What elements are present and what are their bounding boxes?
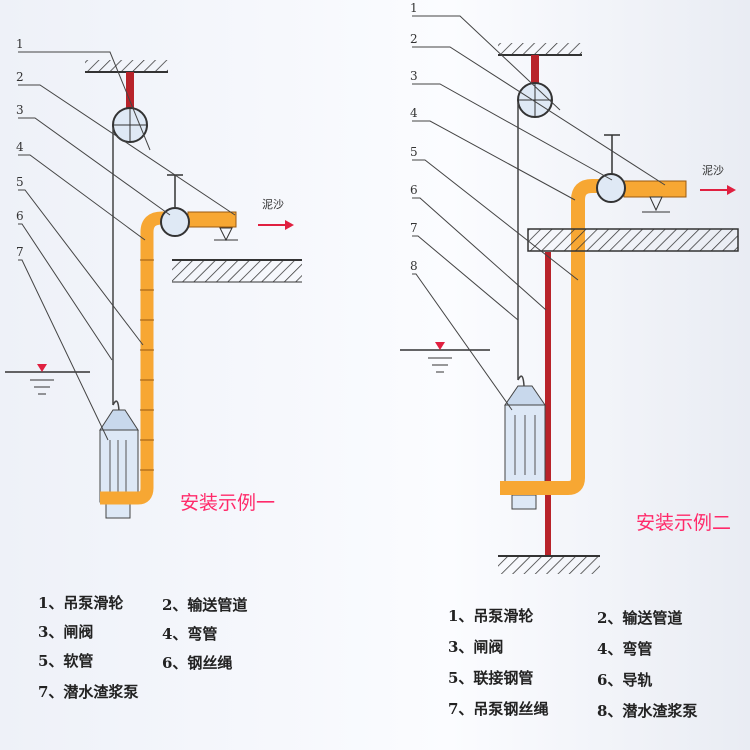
callout-4: 4 bbox=[16, 140, 24, 154]
callout-1: 1 bbox=[410, 1, 418, 15]
callout-numbers: 1 2 3 4 5 6 7 bbox=[16, 37, 24, 259]
bottom-floor bbox=[498, 555, 600, 574]
water-level bbox=[400, 342, 490, 373]
hanger-rod bbox=[126, 72, 134, 112]
hose-pipe bbox=[100, 211, 176, 505]
legend-item: 8、潜水渣浆泵 bbox=[597, 702, 698, 720]
callout-8: 8 bbox=[410, 259, 418, 273]
legend-item: 2、输送管道 bbox=[162, 596, 248, 614]
flow-label-2: 泥沙 bbox=[702, 164, 724, 177]
legend-item: 5、软管 bbox=[38, 652, 94, 670]
flow-label-1: 泥沙 bbox=[262, 198, 284, 211]
callout-3: 3 bbox=[16, 103, 24, 117]
gate-valve bbox=[160, 174, 190, 237]
delivery-pipe bbox=[623, 180, 687, 198]
callout-5: 5 bbox=[410, 145, 418, 159]
floor-slab bbox=[527, 228, 739, 252]
diagram-2-title: 安装示例二 bbox=[636, 512, 732, 534]
connecting-pipe bbox=[500, 179, 600, 495]
legend-item: 4、弯管 bbox=[162, 625, 218, 643]
hanger-rod bbox=[531, 55, 539, 88]
leader-lines bbox=[18, 51, 236, 441]
pipe-support bbox=[642, 196, 670, 213]
callout-2: 2 bbox=[16, 70, 24, 84]
slurry-pump bbox=[99, 409, 139, 519]
legend-item: 1、吊泵滑轮 bbox=[448, 607, 534, 625]
slurry-pump bbox=[504, 385, 546, 510]
legend-item: 7、潜水渣浆泵 bbox=[38, 683, 139, 701]
diagram-1-title: 安装示例一 bbox=[180, 492, 276, 514]
gate-valve bbox=[596, 134, 626, 203]
callout-numbers: 1 2 3 4 5 6 7 8 bbox=[410, 1, 418, 273]
legend-item: 3、闸阀 bbox=[448, 638, 504, 656]
callout-6: 6 bbox=[16, 209, 24, 223]
callout-4: 4 bbox=[410, 106, 418, 120]
legend-item: 1、吊泵滑轮 bbox=[38, 594, 124, 612]
legend-item: 6、钢丝绳 bbox=[162, 654, 233, 672]
callout-1: 1 bbox=[16, 37, 24, 51]
flow-arrow bbox=[258, 220, 294, 230]
callout-7: 7 bbox=[410, 221, 418, 235]
legend-item: 6、导轨 bbox=[597, 671, 653, 689]
pulley bbox=[112, 107, 148, 143]
legend-item: 3、闸阀 bbox=[38, 623, 94, 641]
delivery-pipe bbox=[187, 211, 237, 228]
callout-5: 5 bbox=[16, 175, 24, 189]
pipe-support bbox=[214, 227, 238, 242]
leader-lines bbox=[412, 15, 666, 411]
water-level bbox=[5, 364, 90, 395]
callout-6: 6 bbox=[410, 183, 418, 197]
legend-item: 4、弯管 bbox=[597, 640, 653, 658]
callout-3: 3 bbox=[410, 69, 418, 83]
callout-2: 2 bbox=[410, 32, 418, 46]
diagram-2: 1 2 3 4 5 6 7 8 bbox=[400, 1, 739, 574]
callout-7: 7 bbox=[16, 245, 24, 259]
flow-arrow bbox=[700, 185, 736, 195]
ceiling bbox=[498, 43, 582, 56]
guide-rail bbox=[545, 252, 551, 557]
legend-item: 2、输送管道 bbox=[597, 609, 683, 627]
legend-item: 7、吊泵钢丝绳 bbox=[448, 700, 549, 718]
ceiling bbox=[85, 60, 168, 73]
diagram-1: 1 2 3 4 5 6 7 bbox=[5, 37, 302, 519]
floor-slab bbox=[172, 259, 302, 283]
pulley bbox=[517, 82, 553, 118]
legend-item: 5、联接钢管 bbox=[448, 669, 534, 687]
